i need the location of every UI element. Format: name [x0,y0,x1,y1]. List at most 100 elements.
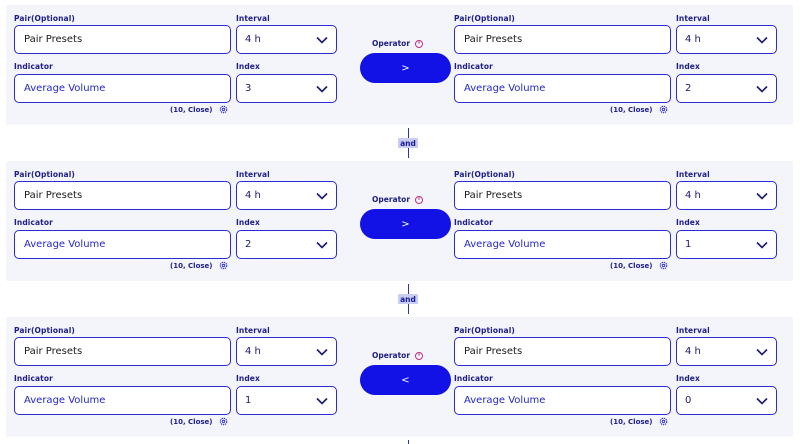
and-connector [400,440,416,444]
indicator-input[interactable]: Average Volume [454,74,671,103]
info-icon[interactable]: i [415,195,424,204]
operator-button[interactable]: < [360,365,451,395]
left-operand: Pair(Optional) Pair Presets Interval 4 h… [6,317,337,437]
index-value: 0 [685,395,692,406]
params-text: (10, Close) [170,105,213,114]
gear-icon[interactable] [659,261,668,270]
indicator-input[interactable]: Average Volume [14,386,231,415]
params-text: (10, Close) [170,261,213,270]
index-label: Index [236,62,260,71]
pair-label: Pair(Optional) [454,170,515,179]
chevron-down-icon [316,192,328,200]
params-text: (10, Close) [610,417,653,426]
condition-card: Pair(Optional) Pair Presets Interval 4 h… [6,5,793,125]
info-icon[interactable]: i [415,351,424,360]
pair-input[interactable]: Pair Presets [454,337,671,366]
pair-label: Pair(Optional) [454,14,515,23]
operator-button[interactable]: > [360,209,451,239]
interval-value: 4 h [245,34,261,45]
interval-label: Interval [676,14,710,23]
index-select[interactable]: 3 [236,74,337,103]
indicator-input[interactable]: Average Volume [454,230,671,259]
indicator-params: (10, Close) [610,417,668,426]
left-operand: Pair(Optional) Pair Presets Interval 4 h… [6,161,337,281]
index-select[interactable]: 1 [236,386,337,415]
pair-input[interactable]: Pair Presets [14,337,231,366]
interval-value: 4 h [685,190,701,201]
operator-label: Operator i [372,195,424,204]
interval-select[interactable]: 4 h [676,337,777,366]
chevron-down-icon [756,348,768,356]
operator-label-text: Operator [372,195,411,204]
interval-select[interactable]: 4 h [236,25,337,54]
index-value: 3 [245,83,252,94]
indicator-label: Indicator [14,218,53,227]
right-operand: Pair(Optional) Pair Presets Interval 4 h… [446,317,777,437]
indicator-input[interactable]: Average Volume [454,386,671,415]
params-text: (10, Close) [610,261,653,270]
interval-value: 4 h [685,34,701,45]
indicator-input[interactable]: Average Volume [14,74,231,103]
interval-label: Interval [676,326,710,335]
index-label: Index [676,62,700,71]
interval-select[interactable]: 4 h [676,25,777,54]
pair-label: Pair(Optional) [14,326,75,335]
pair-input[interactable]: Pair Presets [454,181,671,210]
interval-label: Interval [676,170,710,179]
interval-value: 4 h [245,190,261,201]
index-value: 2 [685,83,692,94]
index-select[interactable]: 2 [236,230,337,259]
params-text: (10, Close) [610,105,653,114]
index-value: 1 [245,395,252,406]
interval-label: Interval [236,14,270,23]
pair-input[interactable]: Pair Presets [14,25,231,54]
connector-line [407,128,409,138]
index-select[interactable]: 2 [676,74,777,103]
operator-label-text: Operator [372,351,411,360]
chevron-down-icon [316,348,328,356]
and-connector: and [398,128,418,159]
chevron-down-icon [756,241,768,249]
gear-icon[interactable] [219,105,228,114]
chevron-down-icon [756,192,768,200]
gear-icon[interactable] [219,261,228,270]
indicator-input[interactable]: Average Volume [14,230,231,259]
index-label: Index [676,374,700,383]
chevron-down-icon [316,36,328,44]
indicator-params: (10, Close) [170,417,228,426]
index-value: 2 [245,239,252,250]
chevron-down-icon [756,397,768,405]
chevron-down-icon [316,241,328,249]
info-icon[interactable]: i [415,39,424,48]
indicator-label: Indicator [14,62,53,71]
interval-select[interactable]: 4 h [236,181,337,210]
right-operand: Pair(Optional) Pair Presets Interval 4 h… [446,5,777,125]
indicator-params: (10, Close) [170,261,228,270]
indicator-label: Indicator [14,374,53,383]
chevron-down-icon [316,85,328,93]
left-operand: Pair(Optional) Pair Presets Interval 4 h… [6,5,337,125]
pair-input[interactable]: Pair Presets [454,25,671,54]
index-label: Index [236,374,260,383]
interval-select[interactable]: 4 h [676,181,777,210]
interval-value: 4 h [685,346,701,357]
indicator-label: Indicator [454,374,493,383]
connector-line [407,440,409,444]
gear-icon[interactable] [659,417,668,426]
index-label: Index [236,218,260,227]
pair-label: Pair(Optional) [14,170,75,179]
operator-button[interactable]: > [360,53,451,83]
index-select[interactable]: 1 [676,230,777,259]
indicator-params: (10, Close) [610,261,668,270]
connector-line [407,304,409,314]
operator-label-text: Operator [372,39,411,48]
connector-line [407,148,409,158]
interval-select[interactable]: 4 h [236,337,337,366]
gear-icon[interactable] [219,417,228,426]
gear-icon[interactable] [659,105,668,114]
pair-input[interactable]: Pair Presets [14,181,231,210]
index-select[interactable]: 0 [676,386,777,415]
indicator-params: (10, Close) [170,105,228,114]
and-connector: and [398,284,418,315]
connector-line [407,284,409,294]
